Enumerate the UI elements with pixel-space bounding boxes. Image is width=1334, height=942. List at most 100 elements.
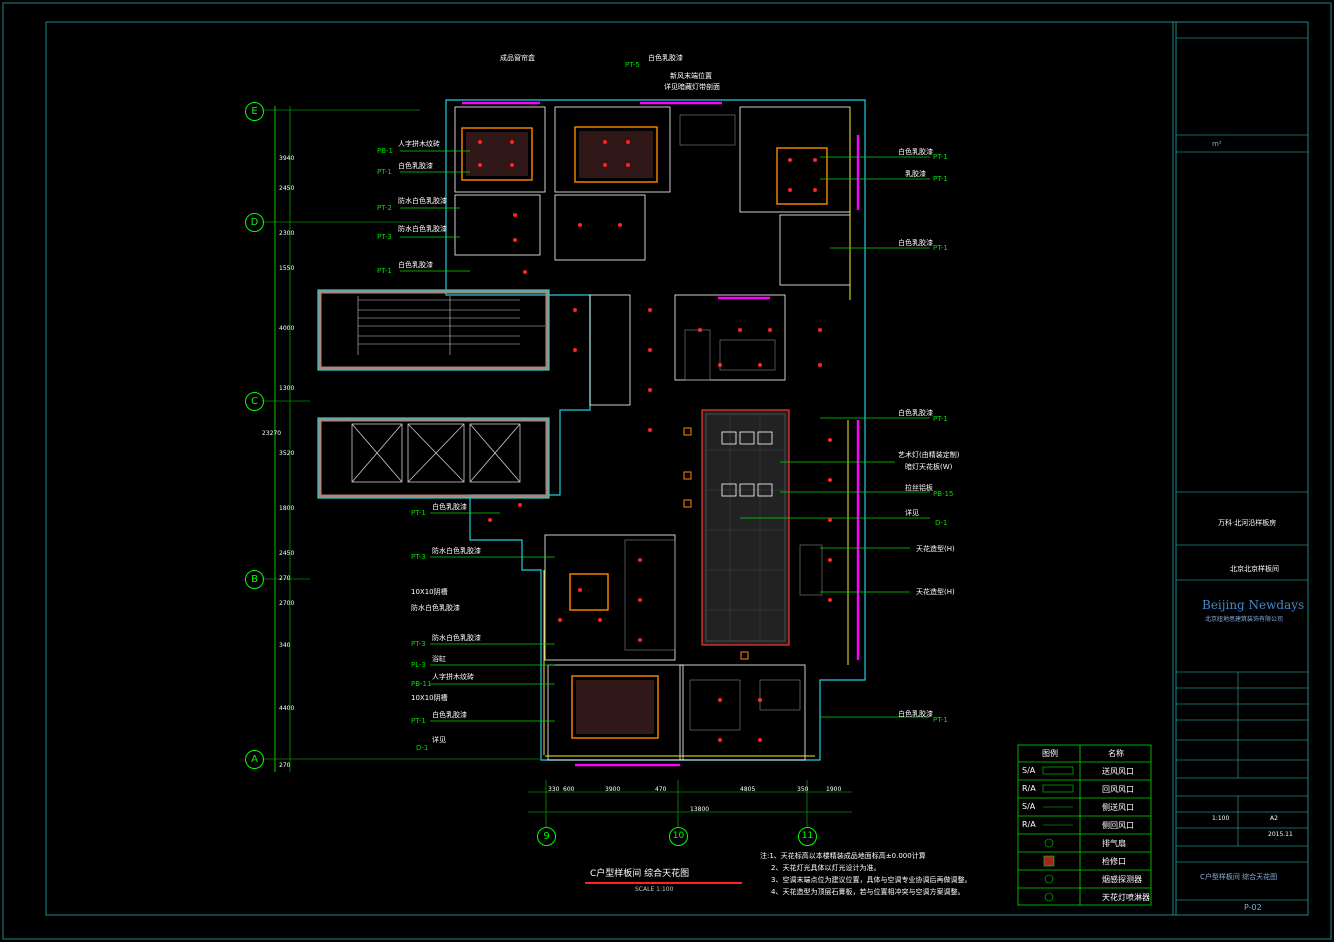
material-label: 艺术灯(由精装定制): [898, 451, 960, 459]
grid-bubble-B: B: [245, 570, 264, 589]
material-label: 浴缸: [432, 655, 446, 663]
left-dim: 1550: [279, 265, 295, 272]
left-dim: 3520: [279, 450, 295, 457]
scale-value: 1:100: [1212, 815, 1230, 822]
sheet-number: P-02: [1244, 903, 1262, 912]
material-label: 人字拼木纹砖: [432, 673, 474, 681]
grid-bubble-11: 11: [798, 827, 817, 846]
material-label: 白色乳胶漆: [398, 261, 433, 269]
material-tag: PB-15: [933, 490, 954, 498]
top-label: 详见暗藏灯带剖面: [664, 83, 720, 91]
bottom-dim: 3900: [605, 786, 621, 793]
material-label: 白色乳胶漆: [432, 503, 467, 511]
material-label: 10X10阴槽: [411, 588, 448, 596]
left-dim: 1300: [279, 385, 295, 392]
material-tag: PT-1: [933, 175, 948, 183]
material-label: 白色乳胶漆: [898, 239, 933, 247]
left-dim: 2450: [279, 550, 295, 557]
material-label: 白色乳胶漆: [432, 711, 467, 719]
material-tag: PT-3: [411, 553, 426, 561]
material-label: 天花造型(H): [916, 545, 955, 553]
material-label: 人字拼木纹砖: [398, 140, 440, 148]
left-dim: 1800: [279, 505, 295, 512]
drawing-scale: SCALE 1:100: [635, 886, 674, 893]
bottom-dim: 600: [563, 786, 575, 793]
bottom-dim: 1900: [826, 786, 842, 793]
legend-row: 排气扇: [1102, 839, 1126, 848]
material-tag: PT-1: [933, 153, 948, 161]
left-total-dim: 23270: [262, 430, 282, 437]
bottom-dim: 4805: [740, 786, 756, 793]
material-label: 详见: [905, 509, 919, 517]
material-tag: PT-1: [377, 168, 392, 176]
material-label: 防水白色乳胶漆: [411, 604, 460, 612]
bottom-total-dim: 13800: [690, 806, 710, 813]
bottom-dim: 350: [797, 786, 809, 793]
material-label: 天花造型(H): [916, 588, 955, 596]
material-tag: PT-3: [377, 233, 392, 241]
unit-label: m²: [1212, 140, 1222, 148]
material-tag: PT-2: [377, 204, 392, 212]
grid-bubble-D: D: [245, 213, 264, 232]
grid-bubble-C: C: [245, 392, 264, 411]
company-cn: 北京纽地思建筑装饰有限公司: [1205, 616, 1284, 623]
material-label: 防水白色乳胶漆: [398, 225, 447, 233]
left-dim: 270: [279, 575, 291, 582]
left-dim: 4400: [279, 705, 295, 712]
material-label: 防水白色乳胶漆: [432, 547, 481, 555]
material-label: 白色乳胶漆: [898, 148, 933, 156]
top-label: 新风末端位置: [670, 72, 712, 80]
bottom-dim: 470: [655, 786, 667, 793]
material-tag: PB-1: [377, 147, 394, 155]
left-dim: 2700: [279, 600, 295, 607]
size-value: A2: [1270, 815, 1278, 822]
company-logo: Beijing Newdays: [1202, 598, 1305, 612]
drawing-title: C户型样板间 综合天花图: [590, 869, 690, 879]
material-tag: D-1: [416, 744, 429, 752]
material-label: 乳胶漆: [905, 170, 926, 178]
grid-bubble-A: A: [245, 750, 264, 769]
material-label: 拉丝铝板: [905, 484, 933, 492]
bottom-dim: 330: [548, 786, 560, 793]
note-line: 2、天花灯光具体以灯光设计为准。: [771, 864, 881, 872]
note-line: 注:1、天花标高以本楼精装成品地面标高±0.000计算: [760, 852, 926, 860]
project-name: 万科·北河沿样板房: [1218, 519, 1277, 527]
material-tag: PT-1: [933, 716, 948, 724]
material-label: 详见: [432, 736, 446, 744]
grid-bubble-9: 9: [537, 827, 556, 846]
material-tag: PL-3: [411, 661, 426, 669]
material-tag: PT-1: [411, 717, 426, 725]
material-tag: PT-1: [933, 244, 948, 252]
drawing-subject: 北京北京样板间: [1230, 565, 1279, 573]
grid-bubble-10: 10: [669, 827, 688, 846]
material-tag: PT-1: [377, 267, 392, 275]
material-tag: PB-11: [411, 680, 432, 688]
left-dim: 4000: [279, 325, 295, 332]
left-dim: 2300: [279, 230, 295, 237]
top-label: 白色乳胶漆: [648, 54, 683, 62]
legend-row: 烟感探测器: [1102, 875, 1142, 884]
material-tag: D-1: [935, 519, 948, 527]
top-label: 成品窗帘盒: [500, 54, 535, 62]
grid-bubble-E: E: [245, 102, 264, 121]
left-dim: 270: [279, 762, 291, 769]
material-label: 防水白色乳胶漆: [398, 197, 447, 205]
material-label: 防水白色乳胶漆: [432, 634, 481, 642]
sheet-title: C户型样板间 综合天花图: [1200, 873, 1278, 881]
note-line: 3、空调末端点位为建议位置，具体与空调专业协调后再做调整。: [771, 876, 972, 884]
material-tag: PT-5: [625, 61, 640, 69]
legend-row: 天花灯喷淋器: [1102, 893, 1150, 902]
material-tag: PT-3: [411, 640, 426, 648]
legend-header: 名称: [1108, 749, 1124, 758]
left-dim: 340: [279, 642, 291, 649]
note-line: 4、天花造型为顶层石膏板，若与位置相冲突与空调方案调整。: [771, 888, 965, 896]
material-label: 白色乳胶漆: [398, 162, 433, 170]
left-dim: 3940: [279, 155, 295, 162]
legend-row: 检修口: [1102, 857, 1126, 866]
material-label: 白色乳胶漆: [898, 710, 933, 718]
